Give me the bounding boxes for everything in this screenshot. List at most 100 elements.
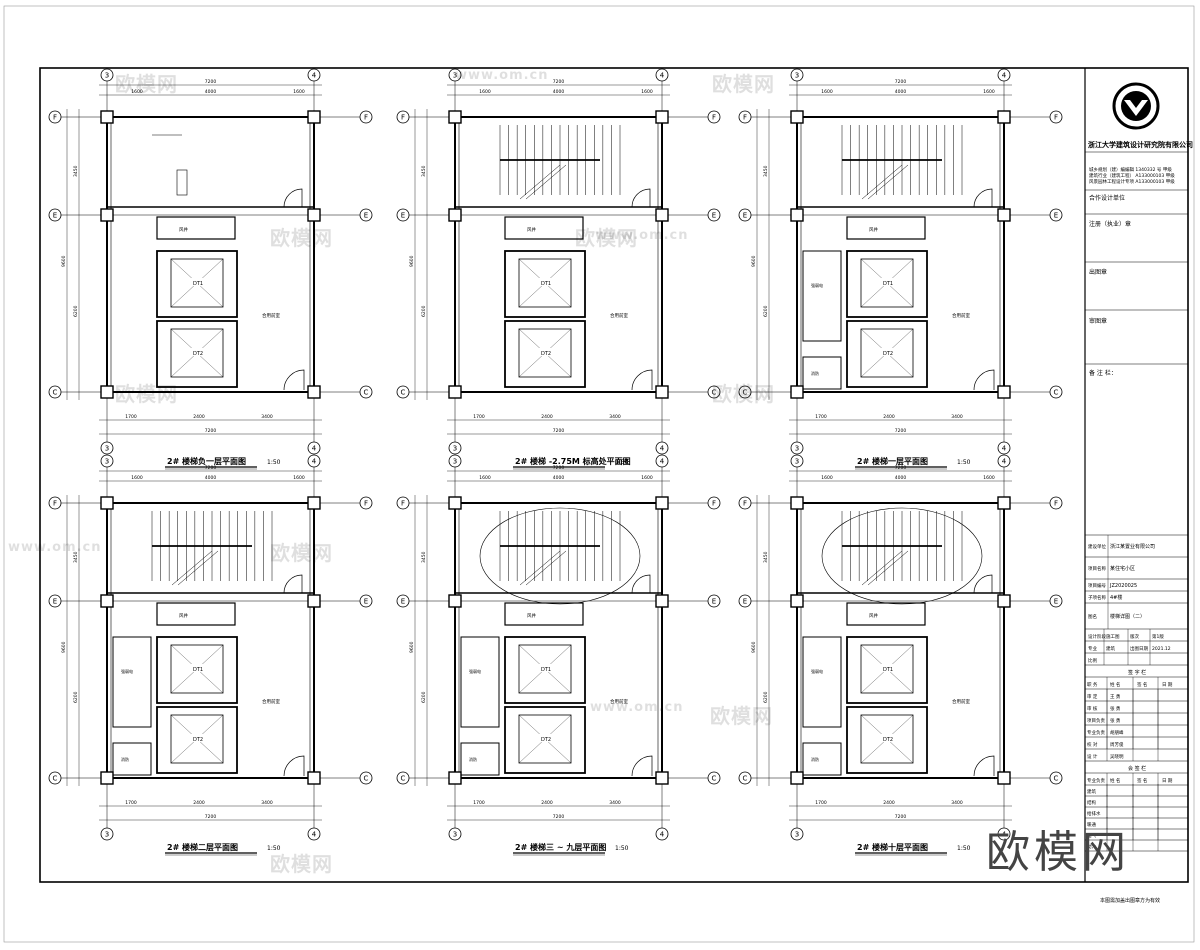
dimension-text: 1600 [641,89,653,95]
cosign-role: 动力 [1087,843,1096,850]
dimension-text: 7200 [895,814,907,820]
room-label: 风井 [527,612,536,619]
dimension-text: 3400 [261,800,273,806]
dimension-text: 3400 [609,800,621,806]
elevator-label: DT2 [193,351,203,357]
axis-label: E [712,598,716,606]
title-block-value: 浙江某置业有限公司 [1110,543,1155,550]
structural-column [655,771,669,785]
elevator-car [860,328,914,378]
plan-title: 2# 楼梯十层平面图 [857,842,928,852]
dimension-text: 3450 [73,165,79,177]
axis-bubble [790,441,804,455]
dimension-text: 7200 [553,814,565,820]
axis-bubble [448,827,462,841]
axis-bubble [707,208,721,222]
dimension-text: 7200 [895,79,907,85]
axis-label: F [401,114,405,122]
cut-line [525,164,567,200]
door-swing [283,188,303,208]
dimension-text: 7200 [553,428,565,434]
axis-bubble [48,771,62,785]
axis-bubble [738,385,752,399]
door-swing [973,574,993,594]
structural-column [100,385,114,399]
dimension-text: 1600 [479,475,491,481]
fire-room [802,356,842,390]
structural-column [997,110,1011,124]
dimension-text: 3450 [763,551,769,563]
section-header: 签 字 栏 [1128,669,1146,676]
structural-column [997,771,1011,785]
label-mask [539,278,553,286]
axis-bubble [448,68,462,82]
axis-bubble [1049,771,1063,785]
structural-column [790,110,804,124]
label-mask [191,348,205,356]
label-mask [881,278,895,286]
label-mask [881,348,895,356]
door-swing [631,755,653,777]
room-label: 风井 [527,226,536,233]
sign-name: 王 勇 [1110,693,1120,700]
structural-column [307,110,321,124]
axis-bubble [738,110,752,124]
dimension-text: 2400 [541,800,553,806]
structural-column [790,496,804,510]
axis-label: 4 [312,72,317,80]
dimension-text: 1600 [479,89,491,95]
title-block-field: 2021.12 [1152,646,1171,652]
dimension-text: 1700 [473,800,485,806]
axis-bubble [48,208,62,222]
plan-scale: 1:50 [267,459,281,466]
sign-name: 张 勇 [1110,705,1120,712]
exterior-wall [454,116,663,393]
dimension-text: 6200 [73,691,79,703]
axis-bubble [448,441,462,455]
elevator-shaft [156,706,238,774]
axis-label: E [401,212,405,220]
axis-label: 3 [105,831,109,839]
partner-label: 合作设计单位 [1089,194,1125,202]
structural-column [448,594,462,608]
column-header: 签 名 [1137,777,1147,784]
dimension-text: 9600 [61,255,67,267]
axis-label: 3 [453,445,457,453]
dimension-text: 1600 [293,475,305,481]
axis-bubble [307,68,321,82]
elevator-label: DT2 [883,351,893,357]
dimension-text: 7200 [205,428,217,434]
cosign-role: 电气 [1087,832,1096,839]
elevator-shaft [156,636,238,704]
elevator-label: DT1 [541,281,551,287]
plan-scale: 1:50 [615,459,629,466]
label-mask [191,734,205,742]
elevator-car [518,714,572,764]
axis-bubble [707,771,721,785]
room-label: 强弱电 [121,668,133,674]
dimension-text: 7200 [205,79,217,85]
dimension-text: 9600 [751,255,757,267]
dimension-text: 1700 [125,800,137,806]
dimension-text: 7200 [895,465,907,471]
plan-title: 2# 楼梯二层平面图 [167,842,238,852]
axis-label: 3 [795,72,799,80]
cert-line: 城乡规划（建）编编辑 1340332 号 甲级 [1089,166,1172,173]
title-block-value: 4#楼 [1110,594,1122,601]
axis-label: 3 [105,445,109,453]
dimension-text: 7200 [553,79,565,85]
hoistway-outline [821,507,983,605]
axis-bubble [48,594,62,608]
dimension-text: 3400 [609,414,621,420]
door-swing [631,369,653,391]
axis-label: F [53,500,57,508]
room-label: 合用前室 [610,698,628,705]
elevator-car [170,328,224,378]
axis-label: C [712,775,717,783]
structural-column [655,208,669,222]
room-label: 风井 [869,612,878,619]
footer-note: 本图需加盖出图章方为有效 [1100,897,1160,904]
axis-label: 4 [312,831,317,839]
axis-label: F [1054,500,1058,508]
axis-bubble [1049,208,1063,222]
